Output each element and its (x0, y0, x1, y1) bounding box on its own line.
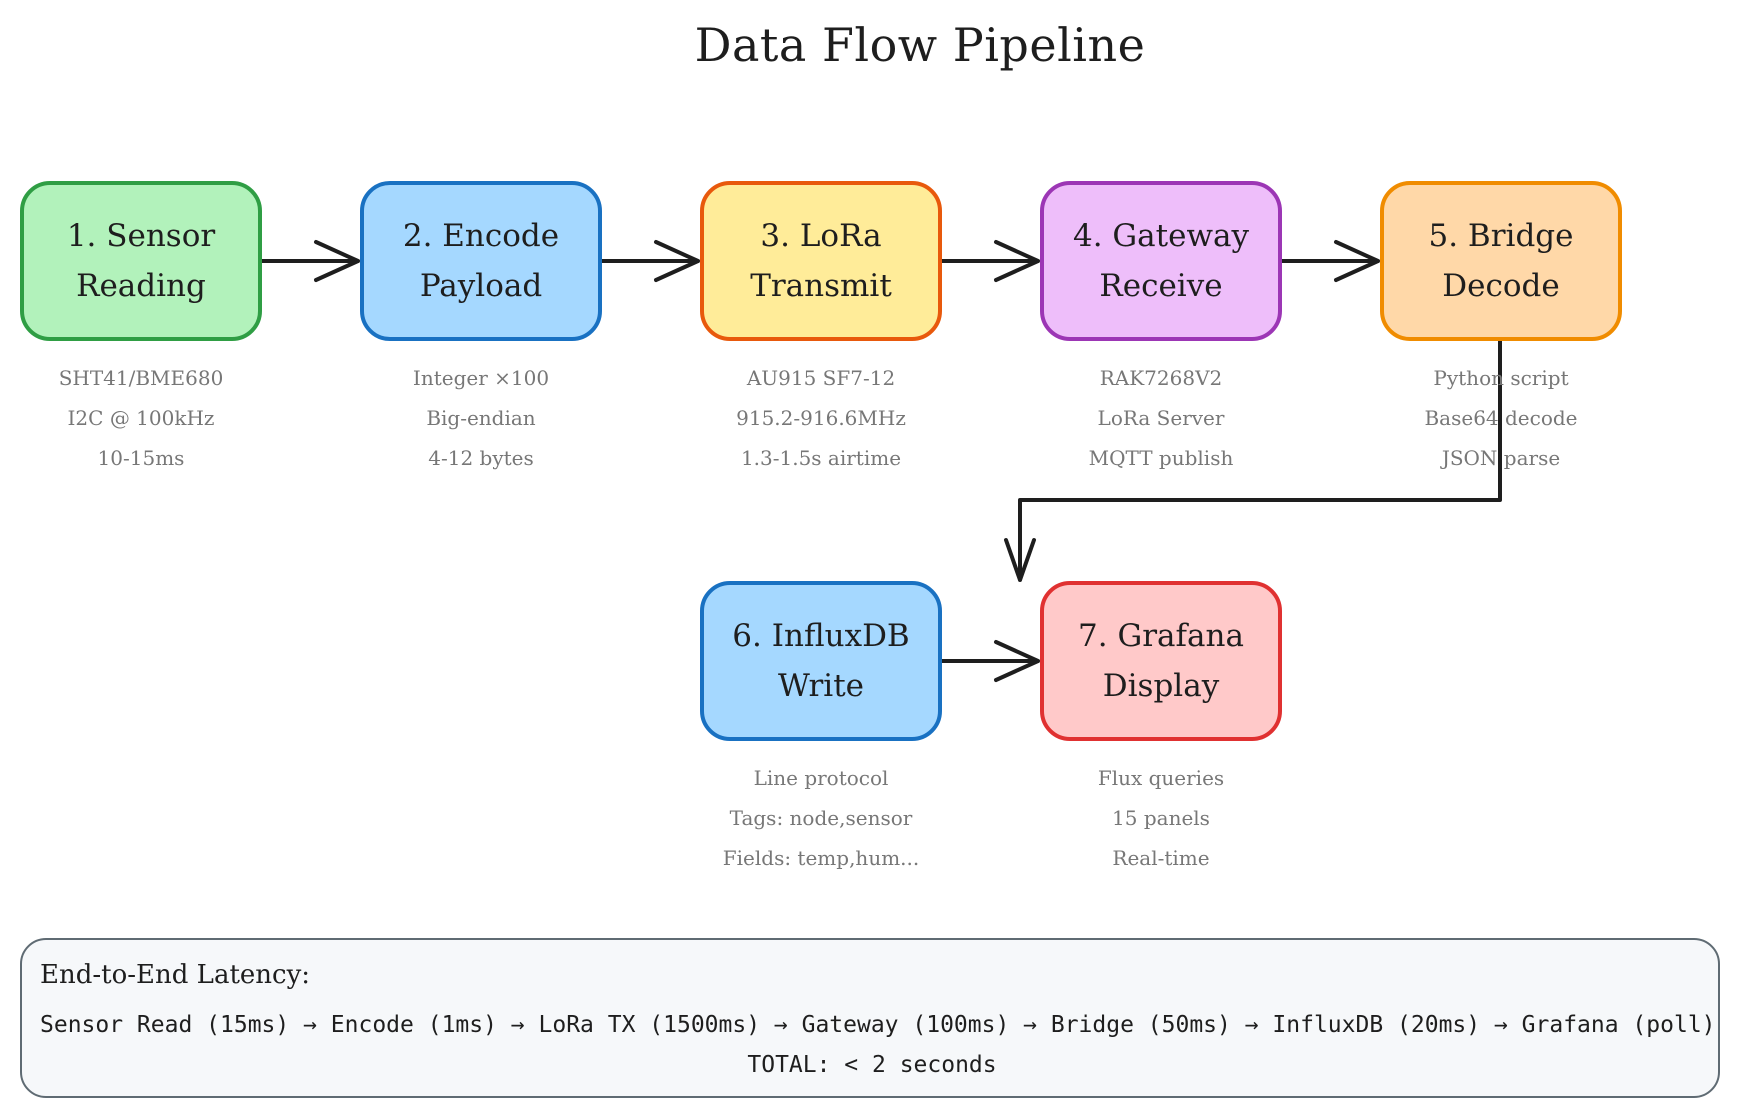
stage-note: JSON parse (1441, 446, 1561, 470)
arrow-sensor-to-encode (258, 240, 360, 282)
diagram-title: Data Flow Pipeline (694, 18, 1146, 72)
stage-title: 1. Sensor Reading (66, 218, 216, 304)
stage-note: Tags: node,sensor (729, 806, 913, 830)
stage-box-bridge-decode: 5. Bridge Decode (1380, 181, 1622, 341)
stage-title: 5. Bridge Decode (1428, 218, 1574, 304)
arrow-encode-to-lora (598, 240, 700, 282)
stage-note: MQTT publish (1088, 446, 1234, 470)
stage-note: Integer ×100 (412, 366, 550, 390)
stage-note: Flux queries (1097, 766, 1225, 790)
stage-note: Real-time (1112, 846, 1210, 870)
stage-title: 4. Gateway Receive (1072, 218, 1249, 304)
stage-box-sensor-reading: 1. Sensor Reading (20, 181, 262, 341)
stage-note: 10-15ms (97, 446, 185, 470)
stage-notes-grafana-display: Flux queries 15 panels Real-time (1011, 758, 1311, 878)
stage-note: Big-endian (426, 406, 536, 430)
stage-title: 3. LoRa Transmit (750, 218, 892, 304)
latency-total: TOTAL: < 2 seconds (747, 1052, 997, 1078)
stage-box-influxdb-write: 6. InfluxDB Write (700, 581, 942, 741)
stage-note: LoRa Server (1097, 406, 1225, 430)
stage-note: RAK7268V2 (1099, 366, 1223, 390)
stage-box-gateway-receive: 4. Gateway Receive (1040, 181, 1282, 341)
stage-notes-gateway-receive: RAK7268V2 LoRa Server MQTT publish (1011, 358, 1311, 478)
stage-notes-encode-payload: Integer ×100 Big-endian 4-12 bytes (331, 358, 631, 478)
stage-title: 2. Encode Payload (402, 218, 560, 304)
stage-note: 4-12 bytes (428, 446, 534, 470)
arrow-lora-to-gateway (938, 240, 1040, 282)
stage-notes-bridge-decode: Python script Base64 decode JSON parse (1351, 358, 1651, 478)
stage-box-encode-payload: 2. Encode Payload (360, 181, 602, 341)
stage-note: Fields: temp,hum... (722, 846, 920, 870)
stage-note: I2C @ 100kHz (67, 406, 215, 430)
stage-notes-lora-transmit: AU915 SF7-12 915.2-916.6MHz 1.3-1.5s air… (671, 358, 971, 478)
stage-title: 7. Grafana Display (1078, 618, 1244, 704)
stage-box-lora-transmit: 3. LoRa Transmit (700, 181, 942, 341)
stage-notes-influxdb-write: Line protocol Tags: node,sensor Fields: … (671, 758, 971, 878)
stage-note: 1.3-1.5s airtime (740, 446, 902, 470)
stage-note: Python script (1433, 366, 1569, 390)
stage-note: Base64 decode (1424, 406, 1578, 430)
stage-notes-sensor-reading: SHT41/BME680 I2C @ 100kHz 10-15ms (0, 358, 291, 478)
stage-title: 6. InfluxDB Write (732, 618, 910, 704)
latency-chain: Sensor Read (15ms) → Encode (1ms) → LoRa… (40, 1012, 1716, 1038)
arrow-influxdb-to-grafana (938, 640, 1040, 682)
arrow-gateway-to-bridge (1278, 240, 1380, 282)
stage-note: 15 panels (1112, 806, 1210, 830)
stage-note: SHT41/BME680 (58, 366, 224, 390)
stage-note: AU915 SF7-12 (746, 366, 896, 390)
latency-summary-box: End-to-End Latency: Sensor Read (15ms) →… (20, 938, 1720, 1098)
stage-box-grafana-display: 7. Grafana Display (1040, 581, 1282, 741)
latency-heading: End-to-End Latency: (40, 960, 311, 990)
stage-note: Line protocol (753, 766, 889, 790)
stage-note: 915.2-916.6MHz (736, 406, 906, 430)
